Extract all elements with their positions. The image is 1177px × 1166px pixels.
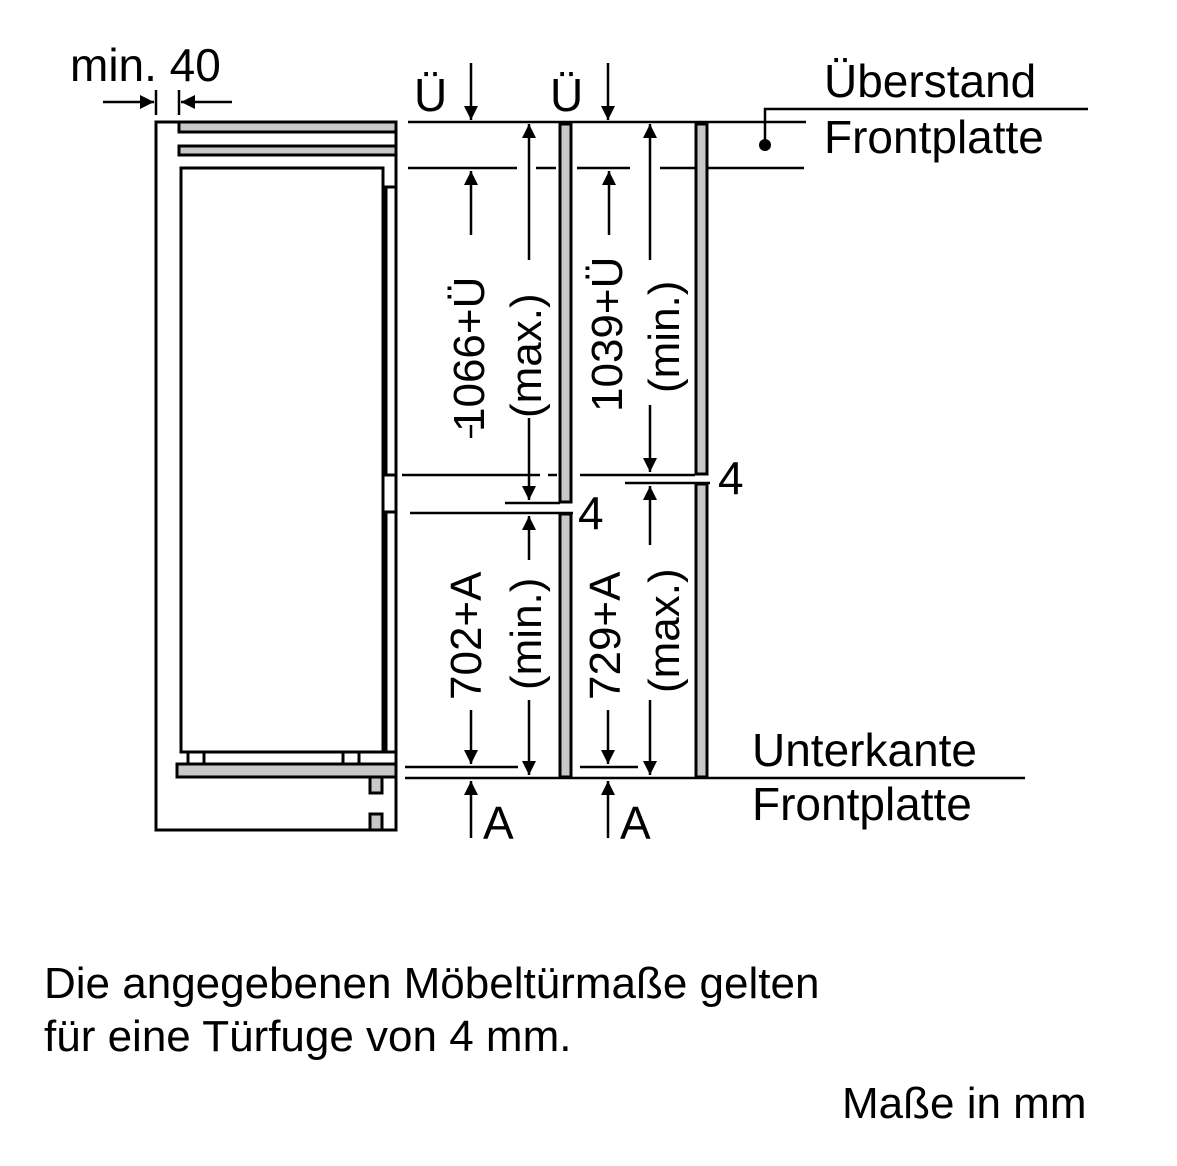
upper-left-dimension-qualifier: (max.) bbox=[502, 293, 551, 418]
dimension-arrows bbox=[464, 63, 657, 838]
lower-door-strip bbox=[384, 510, 398, 754]
cabinet-side-view bbox=[154, 120, 398, 832]
overhang-symbol-2: Ü bbox=[550, 69, 584, 121]
top-plate-1 bbox=[177, 120, 398, 134]
reference-lines bbox=[402, 107, 1088, 780]
panel-left-lower bbox=[558, 512, 573, 779]
upper-right-dimension-value: 1039+Ü bbox=[583, 256, 632, 412]
lower-left-dimension-qualifier: (min.) bbox=[502, 577, 551, 690]
panel-left-upper bbox=[558, 122, 573, 504]
note-line-1: Die angegebenen Möbeltürmaße gelten bbox=[44, 959, 820, 1008]
appliance-body bbox=[179, 166, 385, 754]
front-panels bbox=[558, 122, 709, 779]
upper-door-strip bbox=[384, 185, 398, 477]
lower-left-dimension-value: 702+A bbox=[442, 571, 491, 700]
bottom-symbol-a-2: A bbox=[620, 797, 651, 849]
note-line-2: für eine Türfuge von 4 mm. bbox=[44, 1012, 572, 1061]
gap-label-left: 4 bbox=[578, 487, 604, 539]
lower-right-dimension-value: 729+A bbox=[581, 571, 630, 700]
panel-right-lower bbox=[694, 482, 709, 779]
overhang-leader-dot bbox=[759, 139, 771, 151]
upper-right-dimension-qualifier: (min.) bbox=[640, 280, 689, 393]
base-plate bbox=[175, 762, 398, 779]
overhang-title-line2: Frontplatte bbox=[824, 111, 1044, 163]
upper-left-dimension-value: 1066+Ü bbox=[445, 276, 494, 432]
bottom-edge-line2: Frontplatte bbox=[752, 778, 972, 830]
lower-right-dimension-qualifier: (max.) bbox=[640, 568, 689, 693]
overhang-symbol-1: Ü bbox=[414, 69, 448, 121]
min-gap-label: min. 40 bbox=[70, 39, 221, 91]
units-note: Maße in mm bbox=[842, 1079, 1087, 1128]
bottom-edge-line1: Unterkante bbox=[752, 724, 978, 776]
overhang-title-line1: Überstand bbox=[824, 55, 1037, 107]
bottom-symbol-a-1: A bbox=[483, 797, 514, 849]
panel-right-upper bbox=[694, 122, 709, 476]
top-plate-2 bbox=[177, 144, 398, 157]
min-40-dimension bbox=[103, 90, 232, 115]
gap-label-right: 4 bbox=[718, 452, 744, 504]
